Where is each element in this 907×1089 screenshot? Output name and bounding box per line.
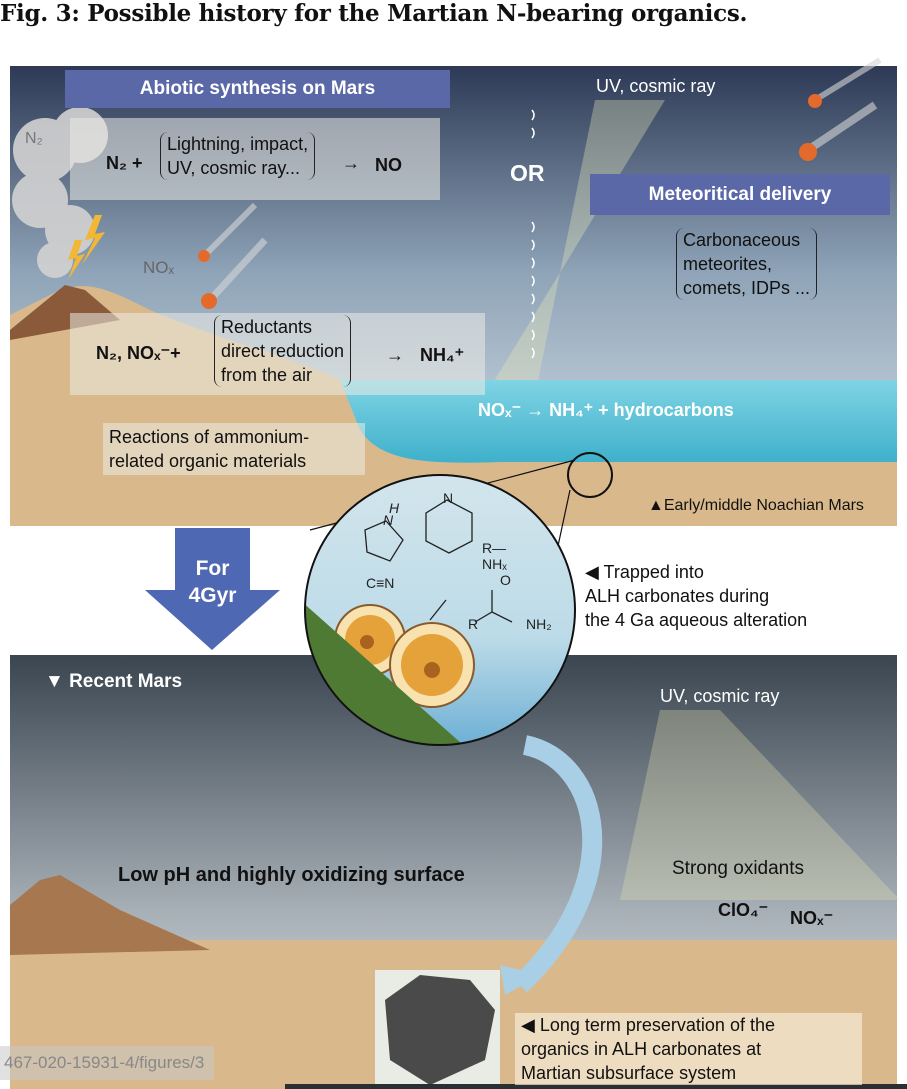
pyrrole-h: H [389,500,400,516]
nitrile-label: C≡N [366,575,395,591]
reaction-lhs: N₂, NOₓ⁻+ [96,343,181,363]
molecule-structures [364,499,513,623]
strong-oxidants-label: Strong oxidants [672,858,805,879]
condition-line: Reductants [221,317,313,337]
arrow: → [386,345,404,365]
trapped-line: the 4 Ga aqueous alteration [585,610,808,630]
abiotic-synthesis-header: Abiotic synthesis on Mars [65,70,450,108]
meteorite-sources: Carbonaceous meteorites, comets, IDPs ..… [676,228,818,300]
down-arrow [145,528,280,650]
arrow-label-line: 4Gyr [188,584,237,607]
surface-label: Low pH and highly oxidizing surface [118,864,465,886]
n2-label: N₂ [25,130,43,147]
amide-nh2: NH₂ [526,616,552,632]
preservation-box: ◀ Long term preservation of the organics… [515,1013,862,1085]
source-line: meteorites, [683,254,773,274]
preservation-line: organics in ALH carbonates at [521,1039,762,1059]
meteoritical-delivery-header: Meteoritical delivery [590,174,890,215]
for-4gyr-label: For 4Gyr [175,555,250,609]
magnified-view [305,475,575,745]
reaction-conditions: Reductants direct reduction from the air [214,315,352,387]
uv-label: UV, cosmic ray [596,76,716,96]
trapped-text: ◀ Trapped into ALH carbonates during the… [585,560,807,632]
condition-line: direct reduction [221,341,345,361]
ammonium-box: Reactions of ammonium- related organic m… [103,423,365,475]
recent-mars-label: ▼ Recent Mars [45,671,183,692]
radiation-squiggle [531,109,535,359]
arrow: → [342,153,360,173]
preservation-line: ◀ Long term preservation of the [521,1015,775,1035]
water-reaction: NOₓ⁻ → NH₄⁺ + hydrocarbons [478,400,734,420]
reaction-product: NH₄⁺ [420,345,465,365]
condition-line: UV, cosmic ray... [167,158,301,178]
volcano [10,875,210,955]
meteor-icon [198,57,882,309]
curved-arrow [513,735,603,993]
pyrrole-n: N [383,512,394,528]
alh-meteorite-rock [385,975,495,1085]
reaction-box-2: N₂, NOₓ⁻+ Reductants direct reduction fr… [70,313,485,395]
condition-line: from the air [221,365,313,385]
ammonium-line: related organic materials [109,451,307,471]
uv-label-bottom: UV, cosmic ray [660,686,780,706]
noachian-era-label: ▲Early/middle Noachian Mars [648,497,864,514]
or-label: OR [510,160,545,186]
url-watermark: 467-020-15931-4/figures/3 [0,1046,214,1080]
amine-label: R—NHₓ [482,540,507,572]
lightning-icon [68,215,105,280]
reaction-conditions: Lightning, impact, UV, cosmic ray... [160,132,316,180]
amide-o: O [500,572,511,588]
pyridine-n: N [443,490,454,506]
reaction-lhs: N₂ + [106,153,143,173]
figure-title: Fig. 3: Possible history for the Martian… [0,0,748,27]
zoom-spot [567,452,613,498]
reaction-box-1: N₂ + Lightning, impact, UV, cosmic ray..… [70,118,440,200]
uv-beam [620,710,900,900]
reaction-product: NO [375,155,402,175]
ocean [340,380,897,463]
perchlorate-label: ClO₄⁻ [718,900,769,920]
source-line: Carbonaceous [683,230,801,250]
arrow-label-line: For [195,557,230,580]
nox-label: NOₓ [143,258,175,277]
condition-line: Lightning, impact, [167,134,309,154]
volcano [10,285,120,340]
trapped-line: ◀ Trapped into [585,562,704,582]
preservation-line: Martian subsurface system [521,1063,737,1083]
ammonium-line: Reactions of ammonium- [109,427,310,447]
source-line: comets, IDPs ... [683,278,811,298]
amide-r: R [468,616,479,632]
trapped-line: ALH carbonates during [585,586,770,606]
nox-oxidant-label: NOₓ⁻ [790,908,834,928]
